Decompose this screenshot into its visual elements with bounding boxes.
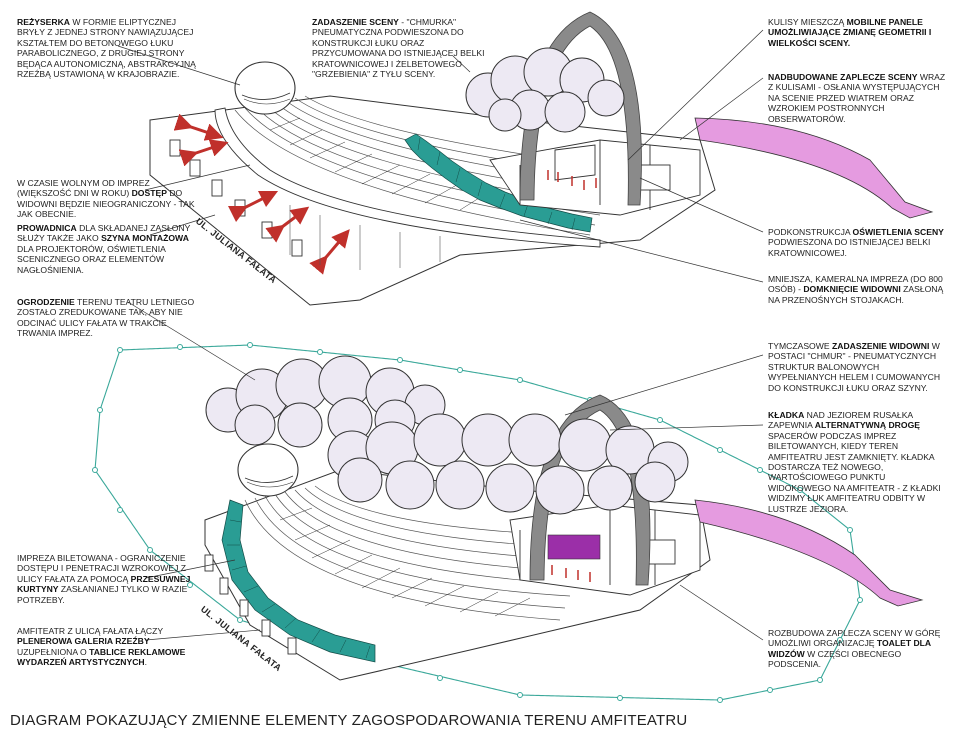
bottom-audience-tiers: [244, 485, 596, 621]
note-prowadnica-strong2: szyna montażowa: [101, 233, 189, 244]
note-kladka-strong2: alternatywną drogę: [814, 420, 920, 431]
note-chmury: Tymczasowe zadaszenie widowni w postaci …: [768, 341, 948, 393]
note-biletowana-pre: Impreza biletowana - ograniczenie dostęp…: [17, 553, 187, 584]
top-walkway: [214, 107, 601, 248]
bottom-sliding-curtain: [221, 499, 376, 663]
note-kulisy: Kulisy mieszczą mobilne panele umożliwia…: [768, 17, 948, 48]
note-ogrodzenie: Ogrodzenie terenu teatru letniego został…: [17, 297, 197, 339]
note-galeria-pre: Amfiteatr z ulicą Fałata łączy: [17, 626, 163, 636]
note-kameralna-pre: Mniejsza, kameralna impreza (do 800 osób…: [768, 274, 943, 295]
note-kladka-text: spacerów podczas imprez biletowanych, ki…: [768, 430, 941, 514]
note-dostep: W czasie wolnym od imprez (większość dni…: [17, 178, 202, 220]
bottom-stage-props: [551, 565, 591, 582]
note-prowadnica: Prowadnica dla składanej zasłony służy t…: [17, 223, 197, 275]
note-galeria-strong: plenerowa galeria rzeźby: [17, 636, 150, 647]
note-chmury-pre: Tymczasowe: [768, 341, 832, 351]
top-footbridge: [694, 117, 934, 219]
note-rezyserka: Reżyserka w formie eliptycznej bryły z j…: [17, 17, 197, 79]
top-diagram: [149, 11, 934, 306]
note-galeria: Amfiteatr z ulicą Fałata łączy plenerowa…: [17, 626, 207, 668]
note-toalety-strong: toalet dla widzów: [768, 638, 931, 659]
note-biletowana: Impreza biletowana - ograniczenie dostęp…: [17, 553, 207, 605]
top-seat-hatching: [269, 117, 496, 211]
note-ogrodzenie-strong: Ogrodzenie: [17, 297, 75, 307]
note-prowadnica-mid: dla składanej zasłony służy także jako: [17, 223, 191, 244]
note-zadaszenie-sceny-strong: Zadaszenie sceny: [312, 17, 399, 27]
note-kameralna-text: zasłoną na przenośnych stojakach.: [768, 284, 944, 305]
note-toalety-pre: Rozbudowa zaplecza sceny w górę umożliwi…: [768, 628, 941, 649]
note-zadaszenie-sceny-text: - "chmurka" pneumatyczna podwieszona do …: [312, 17, 485, 80]
top-stage-building: [489, 139, 701, 216]
note-zaplecze: Nadbudowane zaplecze sceny wraz z kulisa…: [768, 72, 948, 124]
note-dostep-strong: dostęp: [131, 188, 167, 199]
note-zadaszenie-sceny: Zadaszenie sceny - "chmurka" pneumatyczn…: [312, 17, 487, 79]
note-oswietlenie: Podkonstrukcja oświetlenia sceny podwies…: [768, 227, 948, 258]
bottom-mobile-stage-panels: [547, 534, 601, 560]
note-chmury-text: w postaci "chmur" - pneumatycznych struk…: [768, 341, 941, 393]
note-biletowana-strong: przesuwnej kurtyny: [17, 573, 191, 595]
note-oswietlenie-strong: oświetlenia sceny: [852, 227, 944, 237]
note-toalety-text: w części obecnego podscenia.: [768, 648, 902, 670]
note-kulisy-pre: Kulisy mieszczą: [768, 17, 847, 27]
top-stage-props: [547, 170, 597, 190]
note-kladka: Kładka nad jeziorem Rusałka zapewnia alt…: [768, 410, 948, 514]
note-kameralna-strong: domknięcie widowni: [803, 284, 901, 295]
bottom-seat-hatching: [279, 507, 531, 617]
diagram-title: DIAGRAM POKAZUJĄCY ZMIENNE ELEMENTY ZAGO…: [10, 712, 688, 729]
top-substructure: [289, 205, 441, 270]
note-galeria-mid: uzupełniona o: [17, 646, 90, 657]
note-zaplecze-strong: Nadbudowane zaplecze sceny: [768, 72, 918, 82]
note-prowadnica-text: dla projektorów, oświetlenia scenicznego…: [17, 243, 166, 275]
leader-lines: [117, 29, 764, 641]
top-director-booth: [234, 61, 296, 115]
note-toalety: Rozbudowa zaplecza sceny w górę umożliwi…: [768, 628, 948, 670]
note-dostep-pre: W czasie wolnym od imprez (większość dni…: [17, 178, 150, 199]
note-galeria-strong2: tablice reklamowe wydarzeń artystycznych: [17, 646, 186, 668]
note-rezyserka-strong: Reżyserka: [17, 17, 71, 27]
bottom-diagram: [92, 342, 924, 703]
note-prowadnica-strong: Prowadnica: [17, 223, 77, 233]
note-kulisy-strong: mobilne panele umożliwiające zmianę geom…: [768, 17, 932, 48]
note-ogrodzenie-text: terenu teatru letniego zostało zredukowa…: [17, 297, 195, 339]
note-kladka-strong: Kładka: [768, 410, 805, 420]
top-stage-cloud: [465, 47, 625, 133]
note-kladka-pre2: nad jeziorem Rusałka zapewnia: [768, 410, 913, 431]
note-biletowana-text: zasłanianej tylko w razie potrzeby.: [17, 584, 188, 605]
note-oswietlenie-pre: Podkonstrukcja: [768, 227, 853, 237]
note-zaplecze-text: wraz z kulisami - osłania występujących …: [768, 72, 946, 124]
note-kameralna: Mniejsza, kameralna impreza (do 800 osób…: [768, 274, 948, 305]
note-dostep-text: do widowni będzie nieograniczony - tak j…: [17, 188, 195, 220]
bottom-audience-clouds: [205, 355, 689, 515]
bottom-footbridge: [694, 499, 924, 607]
bottom-director-booth: [237, 443, 299, 497]
bottom-gallery-panels: [204, 554, 297, 655]
note-galeria-text: .: [144, 657, 148, 668]
note-oswietlenie-text: podwieszona do istniejącej belki kratown…: [768, 237, 931, 258]
note-rezyserka-text: w formie eliptycznej bryły z jednej stro…: [17, 17, 196, 80]
note-chmury-strong: zadaszenie widowni: [831, 341, 930, 351]
